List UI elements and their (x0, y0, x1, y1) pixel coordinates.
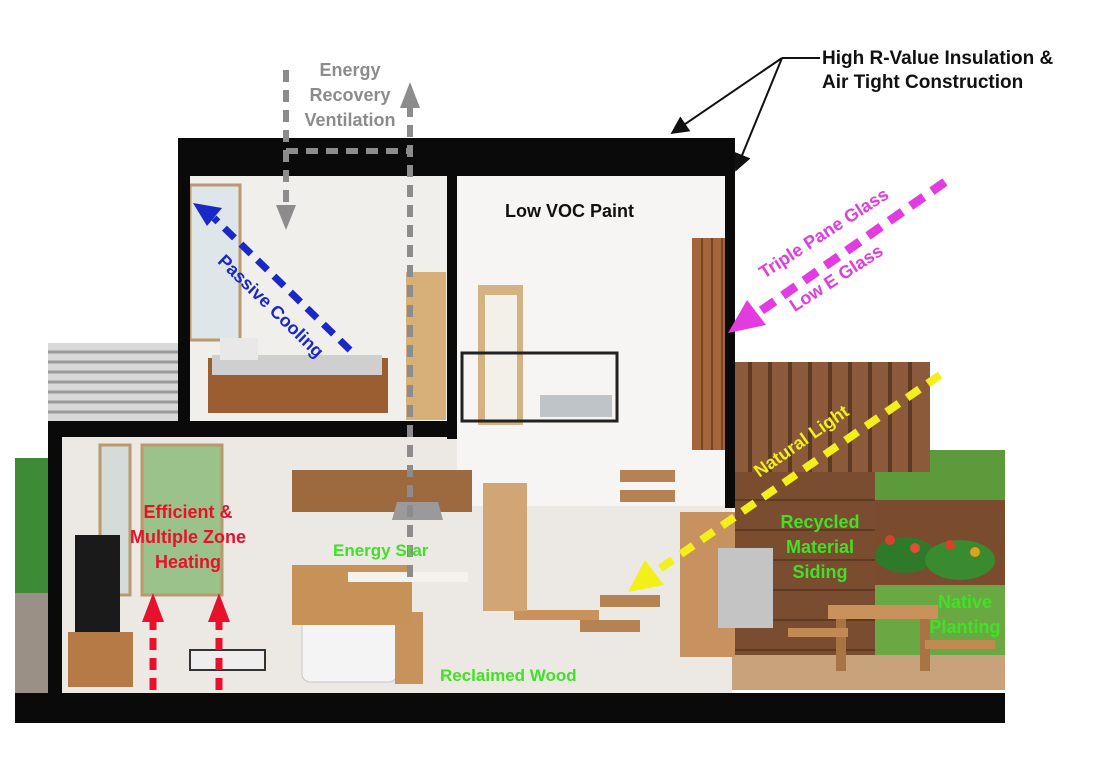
erv-label-line1: Energy (319, 60, 381, 80)
kitchen (292, 470, 472, 625)
stairs (580, 470, 675, 632)
mezzanine (460, 285, 619, 425)
heating-label-line3: Heating (154, 552, 221, 572)
reclaimed-wood-label: Reclaimed Wood (440, 666, 577, 685)
erv-label-line2: Recovery (309, 85, 391, 105)
erv-arrow-down (276, 205, 296, 230)
erv-arrow-up (400, 82, 420, 108)
heating-label-line1: Efficient & (143, 502, 233, 522)
picnic-table (788, 605, 995, 671)
wood-screen (692, 238, 728, 450)
structure (15, 138, 1005, 723)
natural-light-arrow (652, 371, 943, 576)
bbq-grill (718, 548, 773, 628)
glass-arrow (752, 178, 948, 319)
insulation-label-line1: High R-Value Insulation & (822, 48, 1054, 69)
heating-arrows (142, 593, 230, 690)
natural-light-arrowhead (628, 560, 664, 592)
energy-star-label: Energy Star (333, 541, 429, 560)
tv-console (68, 632, 133, 687)
passive-cooling-arrowhead (193, 203, 222, 226)
tv (75, 535, 120, 640)
native-planting-label-line2: Planting (929, 617, 1001, 637)
coffee-table (189, 649, 266, 671)
erv-duct (283, 70, 413, 580)
recycled-siding-label-line1: Recycled (780, 512, 860, 532)
bed (208, 338, 388, 413)
recycled-siding-label-line2: Material (785, 537, 855, 557)
insulation-callout-arrows (670, 57, 820, 172)
passive-cooling-arrow (211, 215, 353, 353)
native-plants (875, 535, 995, 580)
native-planting-label-line1: Native (937, 592, 993, 612)
dining-table (514, 610, 599, 620)
erv-label-line3: Ventilation (304, 110, 396, 130)
left-deck-railing (48, 343, 178, 421)
insulation-label-line2: Air Tight Construction (822, 72, 1024, 93)
heating-label-line2: Multiple Zone (130, 527, 246, 547)
low-voc-paint-label: Low VOC Paint (505, 201, 635, 221)
glass-arrowhead (728, 300, 766, 333)
bookshelf-door (483, 483, 527, 611)
recycled-siding-label-line3: Siding (792, 562, 848, 582)
